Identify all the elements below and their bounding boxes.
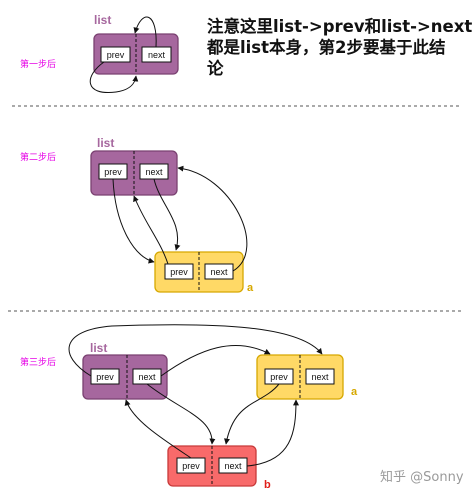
step3-list-next-to-a	[160, 344, 271, 377]
step3-list-next-to-b	[146, 383, 216, 445]
node-name: list	[97, 136, 114, 150]
node-name: list	[94, 13, 111, 27]
step2-list-prev-to-a	[112, 178, 155, 264]
svg-text:第三步后: 第三步后	[20, 356, 56, 368]
svg-text:第一步后: 第一步后	[20, 58, 56, 70]
watermark: 知乎 @Sonny	[380, 470, 464, 485]
step3-a-prev-to-b	[224, 383, 280, 445]
step3-b-node: prev next b	[167, 445, 271, 491]
step2-list-node: list prev next	[90, 136, 178, 196]
next-field: next	[224, 461, 242, 471]
note-line-1: 注意这里list->prev和list->next	[207, 17, 473, 36]
next-field: next	[138, 372, 156, 382]
step3-list-node: list prev next	[82, 341, 168, 400]
step-1-label: 第一步后	[20, 58, 56, 70]
step3-a-node: prev next a	[256, 354, 358, 400]
prev-field: prev	[104, 167, 122, 177]
explanation-note: 注意这里list->prev和list->next 都是list本身，第2步要基…	[207, 16, 473, 79]
step1-next-arrow	[133, 16, 157, 48]
prev-field: prev	[96, 372, 114, 382]
node-name: b	[264, 479, 271, 491]
step2-list-next-to-a	[153, 178, 181, 251]
step1-list-node: list prev next	[93, 13, 179, 75]
next-field: next	[311, 372, 329, 382]
step2-a-node: prev next a	[154, 251, 254, 294]
step2-a-prev-to-list	[133, 195, 169, 265]
step3-list-prev-to-a	[68, 324, 323, 377]
step1-prev-arrow	[89, 61, 139, 93]
note-line-3: 论	[207, 59, 224, 78]
svg-text:第二步后: 第二步后	[20, 151, 56, 163]
next-field: next	[210, 267, 228, 277]
note-line-2: 都是list本身，第2步要基于此结	[207, 38, 446, 57]
node-name: list	[90, 341, 107, 355]
step-2-label: 第二步后	[20, 151, 56, 163]
next-field: next	[148, 50, 166, 60]
prev-field: prev	[270, 372, 288, 382]
step2-a-next-to-list	[177, 165, 248, 272]
prev-field: prev	[182, 461, 200, 471]
node-name: a	[351, 386, 358, 398]
node-name: a	[247, 282, 254, 294]
step3-b-prev-to-list	[124, 399, 192, 459]
prev-field: prev	[170, 267, 188, 277]
next-field: next	[145, 167, 163, 177]
prev-field: prev	[107, 50, 125, 60]
step3-b-next-to-a	[246, 399, 299, 467]
step-3-label: 第三步后	[20, 356, 56, 368]
